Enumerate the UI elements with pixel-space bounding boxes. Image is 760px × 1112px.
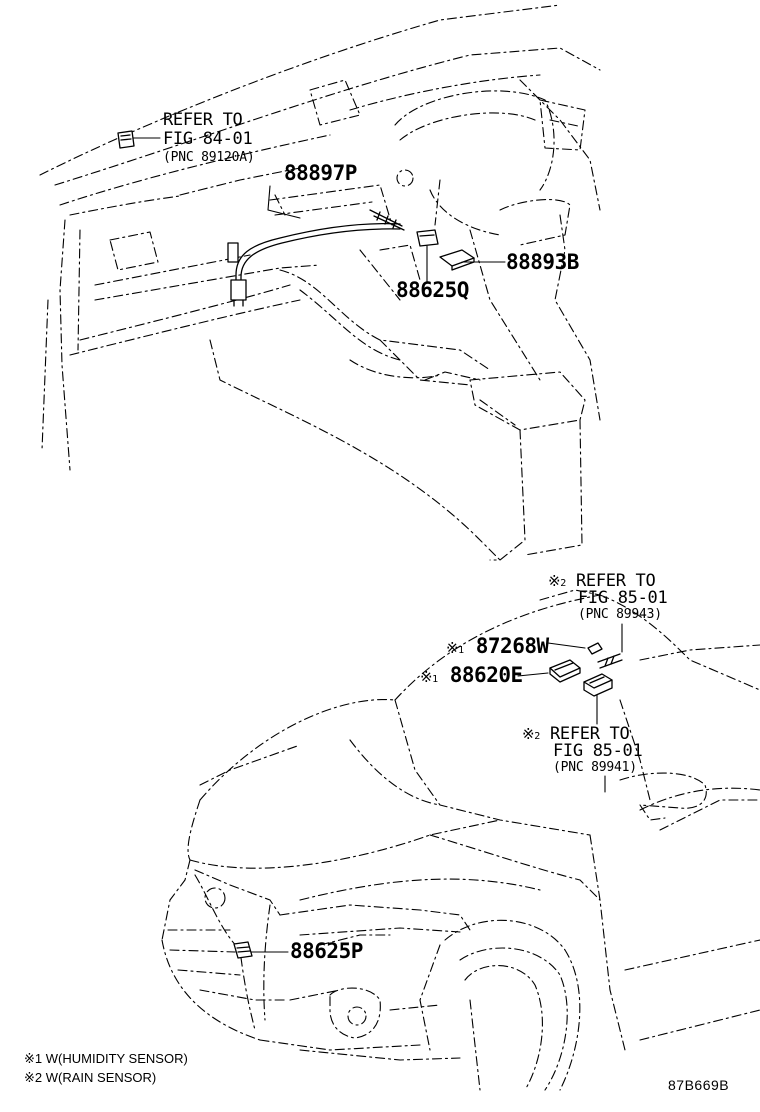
legend-note-humidity: ※1 W(HUMIDITY SENSOR) (24, 1052, 188, 1066)
part-label-88893b: 88893B (506, 250, 579, 274)
legend-note-rain: ※2 W(RAIN SENSOR) (24, 1071, 156, 1085)
footnote-number: 1 (432, 674, 438, 685)
part-label-88625p: 88625P (290, 939, 363, 963)
callout-refer-text: REFER TO (549, 724, 630, 744)
footnote-number: 2 (560, 578, 567, 589)
footnote-number: 1 (458, 645, 464, 656)
callout-refer-to-89943: ※2 REFER TO (548, 571, 656, 591)
reference-mark-icon: ※ (548, 572, 561, 590)
callout-fig-84-01: FIG 84-01 (163, 129, 253, 149)
legend-note-text: 1 W(HUMIDITY SENSOR) (34, 1051, 188, 1066)
car-illustration (161, 589, 760, 1091)
part-label-88625q: 88625Q (396, 278, 469, 302)
callout-refer-to-89941: ※2 REFER TO (522, 724, 630, 744)
car-leaders (250, 623, 623, 953)
dashboard-parts (117, 130, 475, 307)
callout-refer-text: REFER TO (575, 571, 656, 591)
reference-mark-icon: ※ (522, 725, 535, 743)
part-label-88620e: ※1 88620E (420, 665, 523, 686)
diagram-id: 87B669B (668, 1077, 730, 1093)
callout-fig-85-01-a: FIG 85-01 (578, 588, 668, 608)
legend-note-text: 2 W(RAIN SENSOR) (34, 1070, 157, 1085)
reference-mark-icon: ※ (24, 1071, 35, 1086)
sensor-parts (233, 642, 623, 959)
part-label-87268w: ※1 87268W (446, 636, 549, 657)
callout-refer-to-84: REFER TO (163, 110, 243, 130)
callout-pnc-89941: (PNC 89941) (553, 760, 637, 775)
callout-fig-85-01-b: FIG 85-01 (553, 741, 643, 761)
reference-mark-icon: ※ (24, 1052, 35, 1067)
reference-mark-icon: ※ (420, 668, 433, 686)
dashboard-illustration (39, 4, 601, 561)
part-label-88897p: 88897P (284, 161, 357, 185)
footnote-number: 2 (534, 731, 541, 742)
part-number-87268w: 87268W (475, 634, 549, 658)
part-number-88620e: 88620E (449, 663, 523, 687)
reference-mark-icon: ※ (446, 639, 459, 657)
dashboard-leaders (132, 137, 506, 283)
callout-pnc-89943: (PNC 89943) (578, 607, 662, 622)
callout-pnc-89120a: (PNC 89120A) (163, 150, 255, 165)
